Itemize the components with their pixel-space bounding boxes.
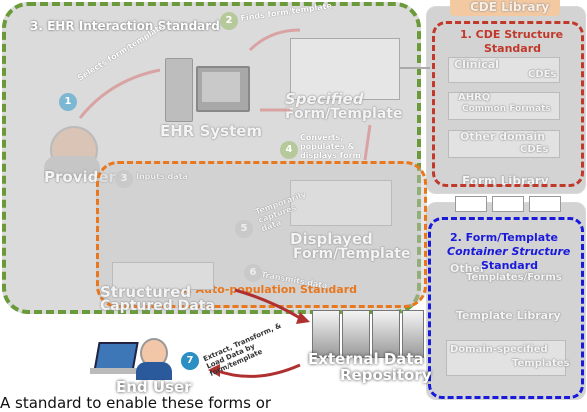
form-thumbnail-1 xyxy=(455,196,487,212)
cde-structure-standard-box xyxy=(432,21,584,187)
cde-item-cdes: CDEs xyxy=(528,69,557,80)
cde-item-clinical: Clinical xyxy=(454,58,499,71)
upper-arrows xyxy=(78,28,430,161)
displayed-form-label-1: Displayed xyxy=(290,230,373,248)
server-icon-1 xyxy=(312,310,340,358)
cde-library-title: CDE Library xyxy=(470,0,550,14)
server-icon-3 xyxy=(372,310,400,358)
domain-templates-box xyxy=(446,340,566,376)
cde-clinical-box xyxy=(448,57,560,83)
step-3-badge: 3 xyxy=(115,170,133,188)
server-icon-2 xyxy=(342,310,370,358)
step-5-badge: 5 xyxy=(235,220,253,238)
cde-item-ahrq: AHRQ xyxy=(458,92,491,103)
ehr-monitor-icon xyxy=(196,66,250,112)
specified-form-label-2: Form/Template xyxy=(285,106,403,122)
end-user-label: End User xyxy=(116,378,192,396)
ehr-system-label: EHR System xyxy=(160,122,263,140)
cde-item-common-formats: Common Formats xyxy=(462,104,551,114)
caption-text: A standard to enable these forms or xyxy=(0,394,272,412)
step-6-badge: 6 xyxy=(244,264,262,282)
cde-item-other-domain: Other domain xyxy=(460,130,546,143)
cde-item-other-cdes: CDEs xyxy=(520,144,549,155)
end-user-body xyxy=(136,362,172,380)
displayed-form-thumbnail xyxy=(290,180,392,226)
step-3-text: Inputs data xyxy=(136,172,188,181)
structured-data-label-2: Captured Data xyxy=(100,298,215,314)
external-repo-label-2: Repository xyxy=(340,366,432,384)
template-item-domain-templates: Templates xyxy=(512,358,570,369)
template-item-domain: Domain-specified xyxy=(450,344,548,355)
cde-library-header xyxy=(450,0,560,16)
specified-form-thumbnail xyxy=(290,38,400,100)
template-item-other: Other xyxy=(450,262,486,275)
laptop-base xyxy=(90,368,142,374)
ehr-tower-icon xyxy=(165,58,193,122)
step-4-badge: 4 xyxy=(280,141,298,159)
form-thumbnail-2 xyxy=(492,196,524,212)
container-structure-standard-box xyxy=(428,217,584,399)
structured-data-thumbnail xyxy=(112,262,214,290)
structured-data-label-1: Structured xyxy=(100,283,192,301)
form-thumbnail-3 xyxy=(529,196,561,212)
server-icon-4 xyxy=(402,310,424,358)
container-title-line1: 2. Form/Template xyxy=(450,231,558,244)
specified-form-label-1: Specified xyxy=(285,90,364,108)
step-4-text: Converts, populates & displays form xyxy=(300,133,361,160)
step-7-badge: 7 xyxy=(179,350,201,372)
ahrq-box xyxy=(448,92,560,120)
cde-structure-title-line2: Standard xyxy=(484,42,542,55)
external-repo-label-1: External Data xyxy=(308,350,424,368)
container-title-line2: Container Structure xyxy=(447,245,571,258)
step-1-badge: 1 xyxy=(59,93,77,111)
template-library-title: Template Library xyxy=(456,309,561,322)
container-title-line3: Standard xyxy=(481,259,539,272)
cde-structure-title-line1: 1. CDE Structure xyxy=(460,28,564,41)
auto-population-title: 4. Auto-population Standard xyxy=(180,283,357,296)
other-domain-box xyxy=(448,130,560,158)
step-2-badge: 2 xyxy=(220,12,238,30)
displayed-form-label-2: Form/Template xyxy=(293,246,411,262)
template-item-templates-forms: Templates/Forms xyxy=(466,272,562,283)
provider-body xyxy=(44,156,100,178)
ehr-standard-title: 3. EHR Interaction Standard xyxy=(30,19,220,33)
